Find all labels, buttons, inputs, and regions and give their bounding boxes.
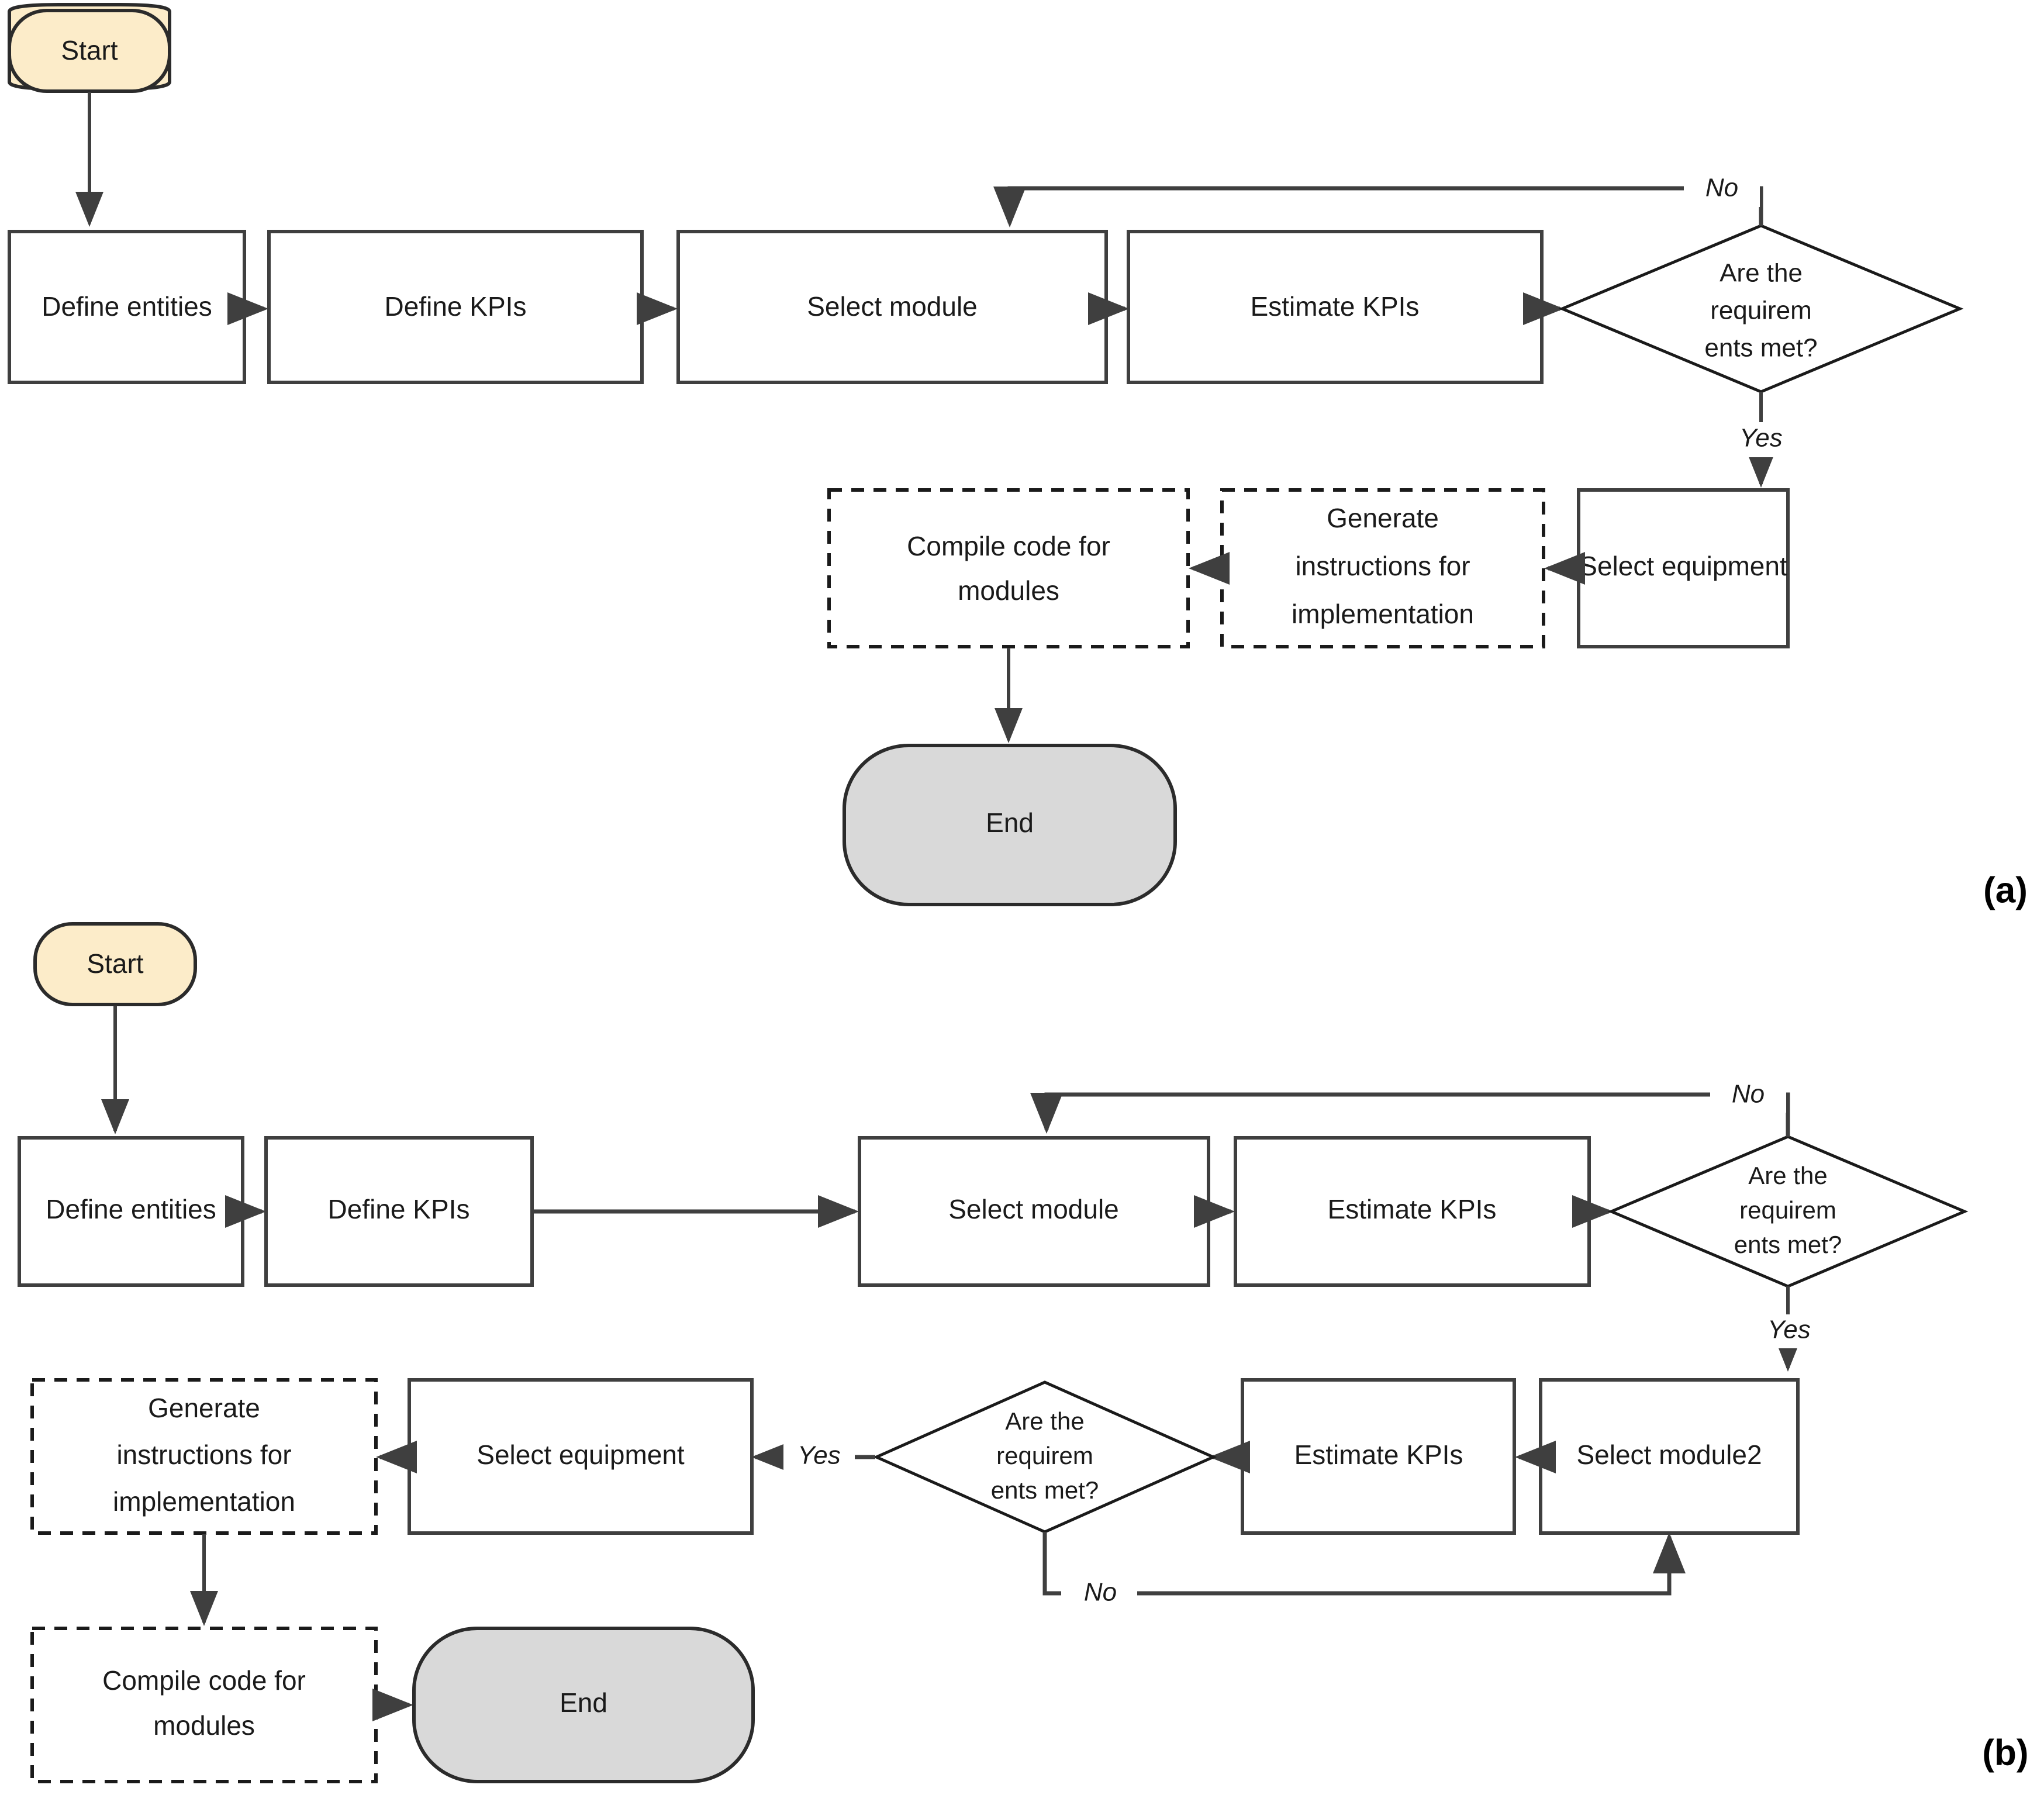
node-decision1-b-line2: requirem	[1739, 1196, 1836, 1224]
node-decision-a-line2: requirem	[1710, 296, 1812, 325]
node-select-module-b[interactable]: Select module	[858, 1136, 1210, 1287]
node-decision2-b-line1: Are the	[1005, 1407, 1084, 1435]
node-select-module-b-label: Select module	[948, 1194, 1119, 1224]
node-define-kpis-a[interactable]: Define KPIs	[267, 230, 644, 384]
node-define-kpis-b[interactable]: Define KPIs	[264, 1136, 534, 1287]
node-end-a[interactable]: End	[843, 744, 1177, 906]
edge-label-yes-mid-b: Yes	[797, 1441, 840, 1470]
node-compile-code-b-line2: modules	[153, 1710, 255, 1741]
node-generate-instructions-b-line3: implementation	[113, 1486, 295, 1517]
node-generate-instructions-a-line2: instructions for	[1295, 551, 1470, 581]
node-select-equipment-a-label: Select equipment	[1579, 551, 1787, 581]
node-decision2-b-line2: requirem	[996, 1442, 1093, 1469]
node-estimate-kpis-a-label: Estimate KPIs	[1251, 291, 1420, 322]
node-decision2-b[interactable]: Are the requirem ents met?	[872, 1380, 1217, 1534]
node-compile-code-a-line1: Compile code for	[907, 531, 1110, 561]
node-define-entities-a[interactable]: Define entities	[8, 230, 246, 384]
panel-label-a: (a)	[1983, 870, 2028, 910]
edge-label-yes-a: Yes	[1739, 424, 1782, 453]
node-define-kpis-b-label: Define KPIs	[328, 1194, 470, 1224]
node-generate-instructions-a[interactable]: Generate instructions for implementation	[1220, 488, 1545, 648]
edge-decision-yes-a: Yes	[1726, 392, 1799, 488]
panel-a: Start Define entities Define KPIs Select…	[8, 3, 2028, 910]
edge-label-no-a: No	[1705, 174, 1738, 202]
node-end-b[interactable]: End	[412, 1627, 755, 1783]
node-estimate-kpis-b[interactable]: Estimate KPIs	[1234, 1136, 1591, 1287]
node-select-module-a[interactable]: Select module	[676, 230, 1108, 384]
node-decision1-b-line3: ents met?	[1734, 1231, 1842, 1258]
node-define-entities-b[interactable]: Define entities	[18, 1136, 244, 1287]
edge-label-no-mid-b: No	[1084, 1578, 1117, 1607]
node-generate-instructions-a-line1: Generate	[1327, 503, 1439, 533]
node-select-module2-b-label: Select module2	[1576, 1440, 1762, 1470]
node-start-b[interactable]: Start	[33, 922, 197, 1006]
node-estimate-kpis-b-label: Estimate KPIs	[1328, 1194, 1497, 1224]
node-select-module2-b[interactable]: Select module2	[1539, 1378, 1800, 1535]
node-generate-instructions-b[interactable]: Generate instructions for implementation	[30, 1378, 378, 1535]
panel-b: Start Define entities Define KPIs Select…	[18, 922, 2029, 1783]
node-select-equipment-b[interactable]: Select equipment	[408, 1378, 754, 1535]
node-estimate-kpis2-b[interactable]: Estimate KPIs	[1241, 1378, 1516, 1535]
edge-decision-no-loop-a: No	[993, 171, 1763, 227]
node-decision-a-line3: ents met?	[1704, 334, 1817, 363]
node-decision2-b-line3: ents met?	[991, 1476, 1099, 1504]
node-start-b-label: Start	[87, 948, 143, 979]
node-define-entities-b-label: Define entities	[46, 1194, 216, 1224]
edge-decision1-no-loop-b: No	[1030, 1078, 1790, 1137]
node-define-entities-a-label: Define entities	[42, 291, 212, 322]
node-compile-code-a-line2: modules	[958, 575, 1059, 606]
panel-label-b: (b)	[1982, 1732, 2028, 1773]
node-select-equipment-a[interactable]: Select equipment	[1577, 488, 1790, 648]
edge-decision1-yes-b: Yes	[1754, 1286, 1825, 1372]
node-decision1-b[interactable]: Are the requirem ents met?	[1607, 1135, 1969, 1288]
node-generate-instructions-b-line1: Generate	[148, 1393, 260, 1423]
node-estimate-kpis2-b-label: Estimate KPIs	[1294, 1440, 1463, 1470]
node-compile-code-b[interactable]: Compile code for modules	[30, 1627, 378, 1783]
node-select-module-a-label: Select module	[807, 291, 978, 322]
node-end-a-label: End	[986, 807, 1034, 838]
node-compile-code-a[interactable]: Compile code for modules	[827, 488, 1190, 648]
edge-decision2-no-loop-b: No	[1042, 1532, 1686, 1611]
node-decision-a-line1: Are the	[1720, 259, 1803, 288]
edge-label-yes-top-b: Yes	[1767, 1316, 1810, 1344]
node-select-equipment-b-label: Select equipment	[477, 1440, 685, 1470]
node-estimate-kpis-a[interactable]: Estimate KPIs	[1127, 230, 1544, 384]
node-define-kpis-a-label: Define KPIs	[385, 291, 527, 322]
node-generate-instructions-b-line2: instructions for	[116, 1440, 291, 1470]
edge-decision2-yes-b: Yes	[751, 1440, 875, 1475]
node-compile-code-b-line1: Compile code for	[102, 1665, 306, 1696]
node-decision1-b-line1: Are the	[1748, 1162, 1827, 1189]
node-decision-a[interactable]: Are the requirem ents met?	[1558, 224, 1964, 393]
edge-label-no-top-b: No	[1732, 1080, 1765, 1109]
node-generate-instructions-a-line3: implementation	[1292, 599, 1474, 629]
node-start-a-label: Start	[61, 35, 118, 65]
node-end-b-label: End	[560, 1687, 607, 1718]
node-start-a-shape[interactable]: Start	[8, 9, 171, 93]
